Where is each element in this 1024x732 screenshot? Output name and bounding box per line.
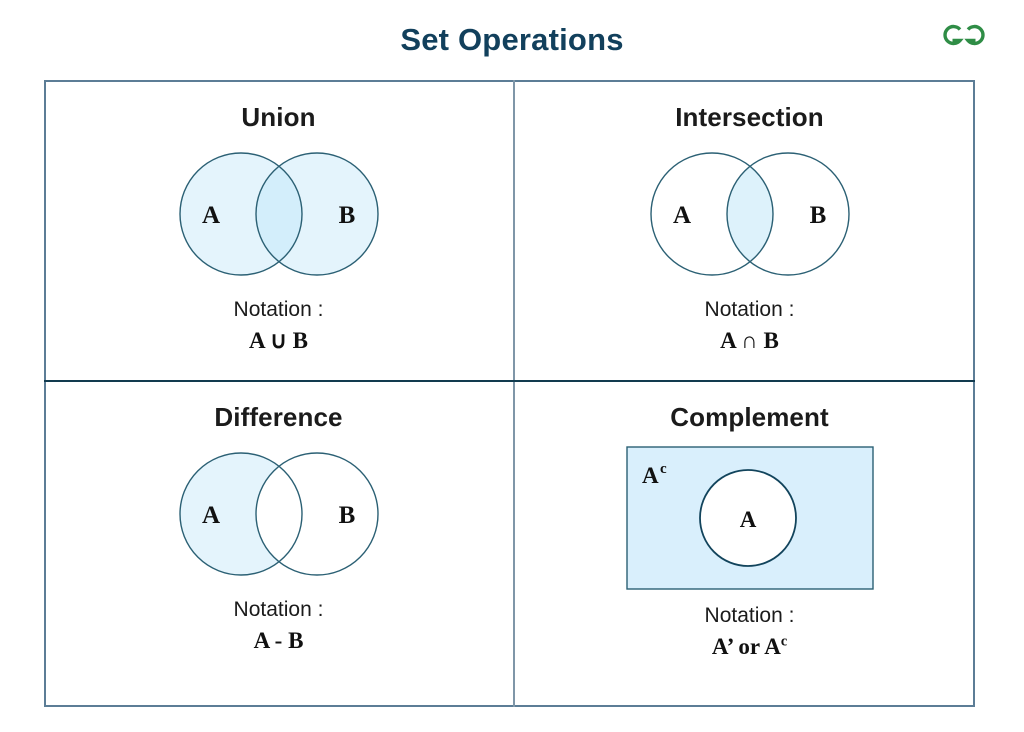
notation-block-difference: Notation : A - B (44, 597, 513, 656)
notation-block-intersection: Notation : A ∩ B (515, 297, 984, 356)
circle-a-outline (649, 152, 774, 276)
notation-complement-text: A’ or A (711, 633, 781, 659)
set-label-b: B (809, 202, 826, 229)
circle-b-outline (725, 152, 850, 276)
geeksforgeeks-logo (943, 24, 985, 46)
quadrant-intersection: Intersection A B Notation : A ∩ B (515, 82, 984, 380)
quadrant-title-difference: Difference (214, 402, 343, 432)
notation-value-complement: A’ or Ac (515, 632, 984, 662)
vertical-divider (513, 80, 515, 707)
set-label-a: A (201, 202, 219, 229)
circle-a-outline (178, 152, 303, 276)
overlap-region (255, 153, 302, 275)
notation-label: Notation : (704, 298, 795, 321)
notation-block-complement: Notation : A’ or Ac (515, 603, 984, 662)
quadrant-title-union: Union (241, 102, 316, 132)
page-header: Set Operations (0, 0, 1024, 76)
notation-value-intersection: A ∩ B (720, 327, 779, 353)
page-title: Set Operations (400, 22, 624, 57)
horizontal-divider (44, 380, 975, 382)
circle-b-outline (254, 452, 379, 576)
notation-value-union: A ∪ B (248, 327, 309, 353)
quadrant-difference: Difference A B Notation : A - B (44, 382, 513, 707)
overlap-region (726, 153, 773, 275)
diagram-frame (44, 80, 975, 707)
venn-diagram-union: A B (44, 141, 513, 287)
set-label-a: A (672, 202, 690, 229)
universe-complement-superscript: c (660, 461, 667, 477)
quadrant-complement: Complement A c A Notation : A’ or Ac (515, 382, 984, 707)
circle-a-outline (178, 452, 303, 576)
quadrant-title-complement: Complement (670, 402, 829, 432)
circle-a-outline (698, 469, 797, 567)
set-label-a: A (201, 502, 219, 529)
notation-label: Notation : (233, 298, 324, 321)
quadrant-title-intersection: Intersection (675, 102, 824, 132)
venn-diagram-complement: A c A (515, 441, 984, 593)
universe-complement-label: A (642, 463, 659, 488)
venn-diagram-difference: A B (44, 441, 513, 587)
notation-label: Notation : (233, 598, 324, 621)
venn-diagram-intersection: A B (515, 141, 984, 287)
difference-region (148, 441, 409, 587)
set-label-b: B (338, 502, 355, 529)
set-label-b: B (338, 202, 355, 229)
notation-complement-superscript: c (780, 633, 788, 650)
quadrant-union: Union A B Notation : A ∪ B (44, 82, 513, 380)
notation-value-difference: A - B (253, 627, 304, 653)
set-label-a: A (739, 507, 756, 532)
notation-block-union: Notation : A ∪ B (44, 297, 513, 356)
circle-b-outline (254, 152, 379, 276)
notation-label: Notation : (704, 604, 795, 627)
